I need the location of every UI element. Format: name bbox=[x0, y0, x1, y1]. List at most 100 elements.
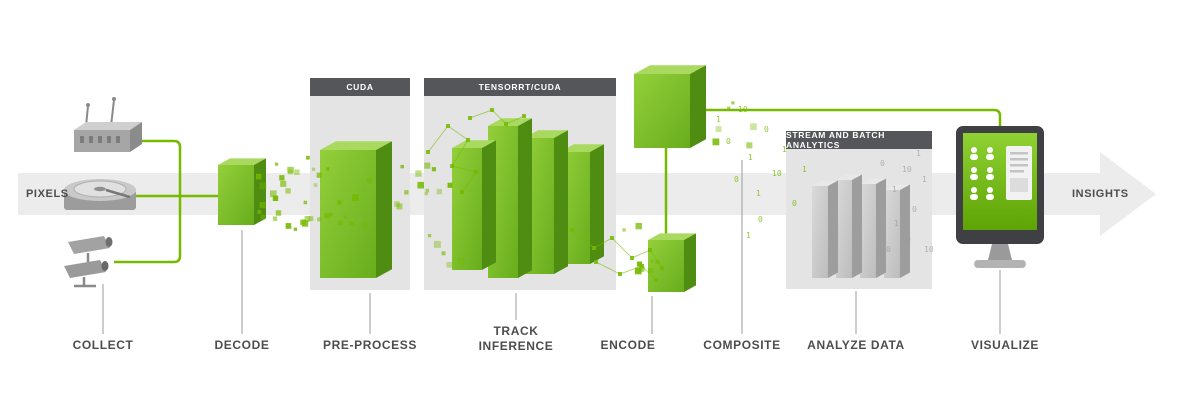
stage-label-analyze-data: ANALYZE DATA bbox=[807, 338, 905, 352]
pixel-square bbox=[304, 216, 311, 222]
mesh-node bbox=[522, 114, 526, 118]
mesh-node bbox=[504, 122, 508, 126]
mesh-node bbox=[474, 170, 478, 174]
tensorrt-panel-header: TENSORRT/CUDA bbox=[424, 78, 616, 96]
binary-digit: 1 bbox=[782, 145, 787, 154]
stage-label-composite: COMPOSITE bbox=[703, 338, 781, 352]
binary-digit: 1 bbox=[922, 175, 927, 184]
composite-box bbox=[634, 65, 706, 148]
binary-digit: 0 bbox=[764, 125, 769, 134]
pixel-square bbox=[715, 126, 722, 132]
mesh-node bbox=[460, 190, 464, 194]
binary-digit: 0 bbox=[880, 159, 885, 168]
composite-monitor-line bbox=[704, 108, 1002, 132]
pixel-square bbox=[366, 177, 373, 184]
binary-digit: 10 bbox=[772, 169, 782, 178]
pixel-square bbox=[635, 222, 642, 230]
pixel-square bbox=[256, 173, 262, 180]
pixel-square bbox=[272, 216, 278, 221]
pixel-square bbox=[272, 195, 279, 201]
monitor-icon bbox=[956, 126, 1044, 268]
decode-box bbox=[218, 158, 266, 225]
binary-digit: 1 bbox=[756, 189, 761, 198]
pixel-square bbox=[317, 217, 322, 222]
pixel-square bbox=[436, 188, 442, 195]
pixel-square bbox=[417, 181, 424, 189]
binary-digit: 0 bbox=[906, 235, 911, 244]
green-connectors bbox=[114, 108, 1002, 264]
router-icon bbox=[74, 97, 142, 152]
mesh-node bbox=[426, 150, 430, 154]
stage-label-collect: COLLECT bbox=[72, 338, 134, 352]
mesh-node bbox=[468, 116, 472, 120]
pixel-square bbox=[257, 210, 262, 214]
stage-label-pre-process: PRE-PROCESS bbox=[323, 338, 417, 352]
pixel-square bbox=[424, 162, 431, 169]
pixel-square bbox=[293, 227, 297, 231]
inference-slab-1 bbox=[452, 140, 496, 270]
pixel-square bbox=[311, 167, 316, 171]
person-icon bbox=[970, 167, 978, 180]
binary-digit: 0 bbox=[726, 137, 731, 146]
analytics-slab-4 bbox=[884, 184, 910, 278]
pixel-square bbox=[287, 166, 294, 174]
mesh-node bbox=[446, 124, 450, 128]
binary-digit: 1 bbox=[894, 219, 899, 228]
pixel-square bbox=[394, 201, 400, 207]
pixel-square bbox=[275, 210, 282, 216]
pixel-square bbox=[316, 172, 322, 178]
encode-box bbox=[648, 233, 696, 292]
stage-label-visualize: VISUALIZE bbox=[970, 338, 1040, 352]
cuda-panel-header: CUDA bbox=[310, 78, 410, 96]
person-icon bbox=[970, 147, 978, 160]
mesh-node bbox=[490, 108, 494, 112]
stage-leader-lines bbox=[102, 160, 1001, 334]
person-icon bbox=[986, 167, 994, 180]
mesh-node bbox=[610, 236, 614, 240]
pixel-square bbox=[415, 170, 422, 177]
stage-label-inference: INFERENCE bbox=[478, 339, 554, 353]
analytics-slab-2 bbox=[836, 174, 862, 278]
screen-people-grid bbox=[970, 147, 994, 200]
pixel-square bbox=[622, 228, 626, 232]
pipeline-boxes bbox=[218, 65, 910, 292]
stage-label-decode: DECODE bbox=[214, 338, 270, 352]
pixel-square bbox=[338, 220, 343, 225]
mesh-node bbox=[630, 256, 634, 260]
mesh-line bbox=[469, 109, 525, 125]
binary-digit: 0 bbox=[758, 215, 763, 224]
person-icon bbox=[986, 187, 994, 200]
binary-digit: 1 bbox=[716, 115, 721, 124]
pixels-label: PIXELS bbox=[26, 188, 69, 200]
pixel-square bbox=[447, 182, 453, 188]
stage-label-track-inference: TRACK INFERENCE bbox=[479, 324, 554, 354]
person-icon bbox=[986, 147, 994, 160]
pixel-square bbox=[362, 222, 368, 228]
pipeline-arrowhead-icon bbox=[1100, 152, 1156, 236]
pixel-square bbox=[424, 191, 428, 196]
analytics-slab-1 bbox=[812, 180, 838, 278]
binary-digit: 1 bbox=[892, 185, 897, 194]
pixel-square bbox=[275, 162, 279, 166]
pixel-square bbox=[306, 155, 310, 160]
mesh-node bbox=[640, 264, 644, 268]
storage-icon bbox=[64, 179, 136, 210]
pixel-square bbox=[285, 223, 292, 229]
mesh-node bbox=[594, 260, 598, 264]
pixel-square bbox=[259, 182, 267, 190]
camera-icon bbox=[64, 236, 113, 288]
pixel-square bbox=[428, 234, 432, 238]
mesh-line bbox=[427, 125, 477, 193]
pixel-square bbox=[260, 214, 266, 220]
pixel-square bbox=[259, 201, 266, 208]
binary-digit: 0 bbox=[792, 199, 797, 208]
pixel-square bbox=[441, 251, 446, 256]
pixel-square bbox=[634, 267, 642, 275]
person-icon bbox=[970, 187, 978, 200]
binary-digit: 0 bbox=[912, 205, 917, 214]
pixel-square bbox=[294, 169, 300, 175]
pixel-square bbox=[337, 200, 342, 205]
binary-digit: 10 bbox=[902, 165, 912, 174]
